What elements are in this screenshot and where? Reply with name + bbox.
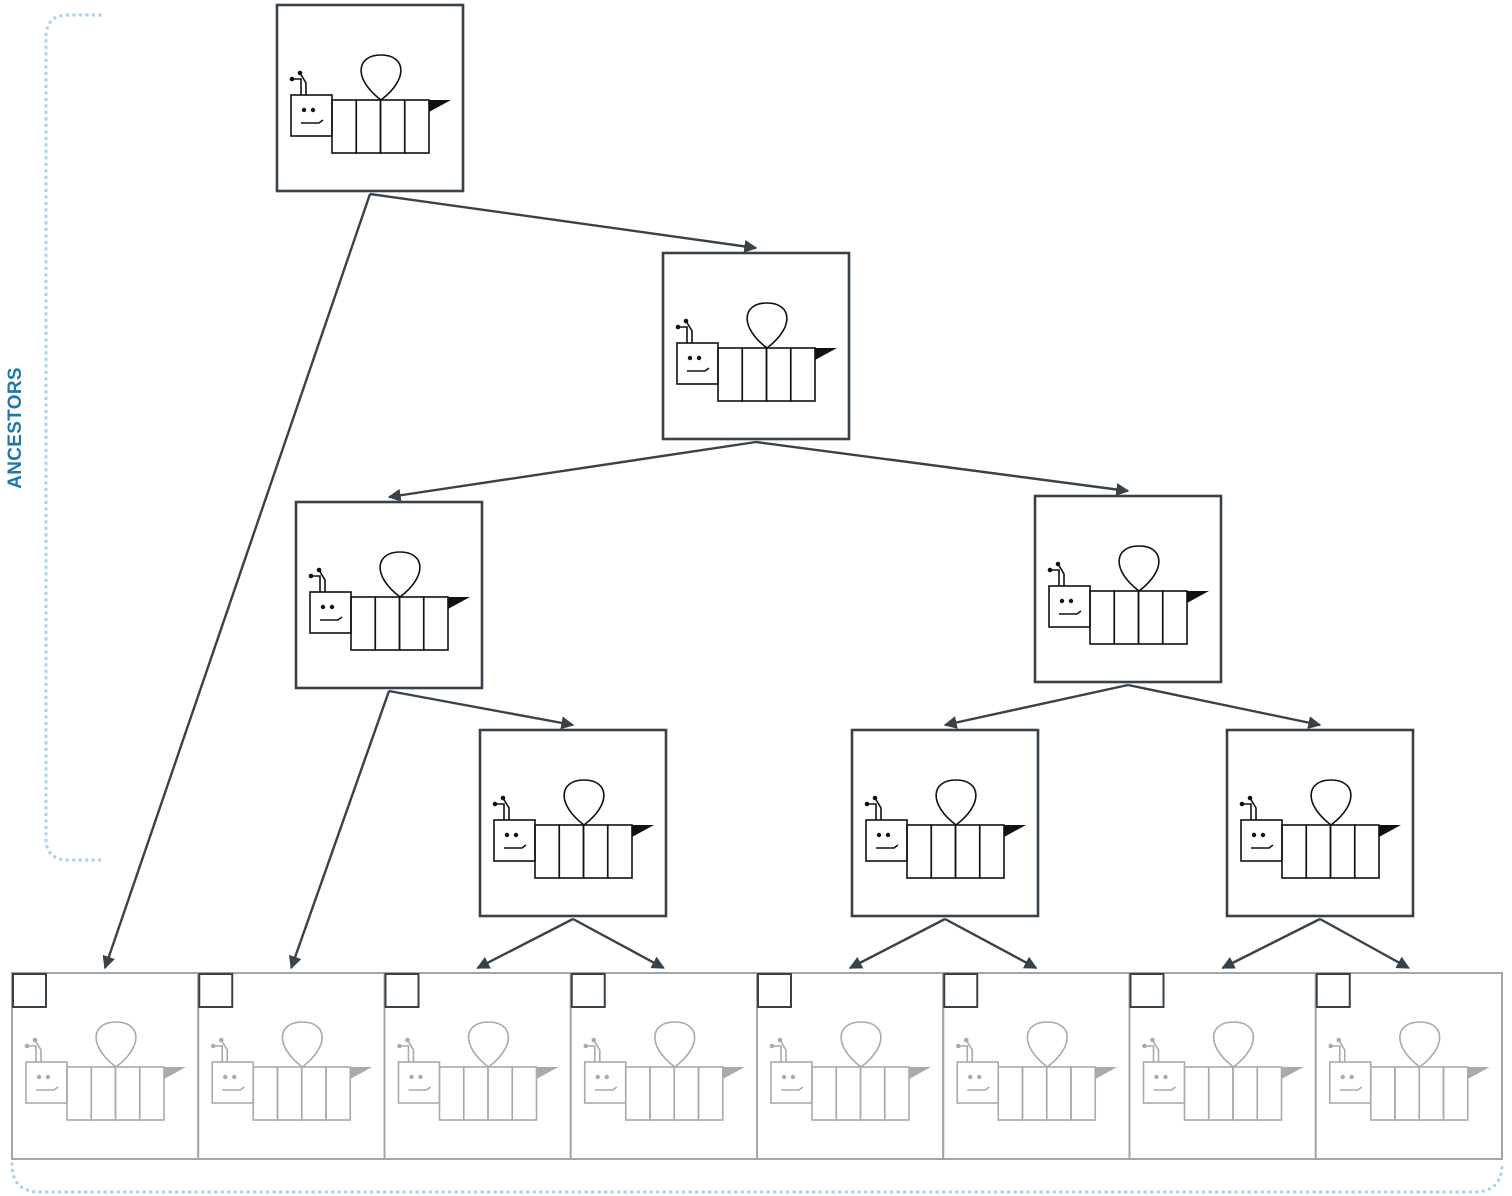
leaf-row: [11, 972, 1503, 1160]
robot-caterpillar-icon: [1239, 779, 1401, 879]
leaf-node-2[interactable]: [197, 972, 386, 1160]
ancestor-node-7[interactable]: [1225, 728, 1415, 918]
leaf-node-7[interactable]: [1128, 972, 1317, 1160]
ancestor-node-frame: [1225, 728, 1415, 918]
ancestor-node-frame: [661, 251, 851, 441]
edge-n6-to-l6: [944, 917, 1038, 970]
robot-caterpillar-icon: [864, 779, 1026, 879]
robot-caterpillar-icon: [397, 1021, 559, 1121]
ancestor-node-4[interactable]: [1033, 494, 1223, 684]
leaf-node-1[interactable]: [11, 972, 200, 1160]
checkbox-icon[interactable]: [1315, 973, 1351, 1008]
robot-caterpillar-icon: [1142, 1021, 1304, 1121]
checkbox-icon[interactable]: [198, 973, 234, 1008]
ancestor-node-3[interactable]: [294, 500, 484, 690]
leaf-node-8[interactable]: [1314, 972, 1503, 1160]
leaf-node-6[interactable]: [942, 972, 1131, 1160]
robot-caterpillar-icon: [955, 1021, 1118, 1121]
checkbox-icon[interactable]: [943, 973, 979, 1008]
robot-caterpillar-icon: [308, 551, 470, 651]
ancestor-node-5[interactable]: [478, 728, 668, 918]
leaf-bracket-line: [10, 1162, 1504, 1194]
checkbox-icon[interactable]: [570, 973, 606, 1008]
edge-n1-to-n2: [369, 192, 758, 253]
edge-n3-to-l2: [289, 690, 391, 970]
robot-caterpillar-icon: [210, 1021, 373, 1121]
ancestor-node-layer: [275, 3, 1415, 918]
robot-caterpillar-icon: [583, 1021, 745, 1121]
edge-n5-to-l4: [572, 917, 665, 970]
leaf-node-3[interactable]: [383, 972, 572, 1160]
ancestors-bracket: [10, 13, 1504, 1194]
ancestors-bracket-line: [44, 13, 102, 862]
edge-n7-to-l7: [1221, 917, 1321, 970]
edge-n7-to-l8: [1319, 917, 1410, 970]
edge-n4-to-n7: [1127, 683, 1322, 729]
ancestors-label: ANCESTORS: [5, 366, 26, 489]
edge-n3-to-n5: [388, 689, 575, 730]
leaf-node-4[interactable]: [569, 972, 758, 1160]
checkbox-icon[interactable]: [757, 973, 792, 1008]
robot-caterpillar-icon: [24, 1021, 186, 1121]
edge-n4-to-n6: [943, 683, 1129, 729]
ancestor-node-6[interactable]: [850, 728, 1040, 918]
checkbox-icon[interactable]: [384, 973, 420, 1008]
edge-n6-to-l5: [848, 917, 946, 970]
checkbox-icon[interactable]: [1129, 973, 1165, 1008]
ancestor-node-2[interactable]: [661, 251, 851, 441]
checkbox-icon[interactable]: [12, 973, 47, 1008]
robot-caterpillar-icon: [769, 1021, 931, 1121]
edge-n5-to-l3: [476, 917, 574, 970]
robot-caterpillar-icon: [289, 54, 451, 154]
ancestor-node-frame: [275, 3, 465, 193]
ancestors-label-box: ANCESTORS: [5, 355, 26, 500]
edge-n2-to-n4: [755, 440, 1130, 496]
leaf-node-5[interactable]: [756, 972, 945, 1160]
robot-caterpillar-icon: [1328, 1021, 1490, 1121]
ancestor-node-frame: [478, 728, 668, 918]
ancestor-node-frame: [294, 500, 484, 690]
robot-caterpillar-icon: [492, 779, 654, 879]
ancestor-node-frame: [850, 728, 1040, 918]
robot-caterpillar-icon: [675, 302, 837, 402]
robot-caterpillar-icon: [1047, 545, 1209, 645]
edge-n2-to-n3: [387, 440, 757, 502]
ancestor-node-frame: [1033, 494, 1223, 684]
ancestor-node-1[interactable]: [275, 3, 465, 193]
edge-layer: [102, 192, 1410, 970]
edge-n1-to-l1: [102, 193, 372, 970]
